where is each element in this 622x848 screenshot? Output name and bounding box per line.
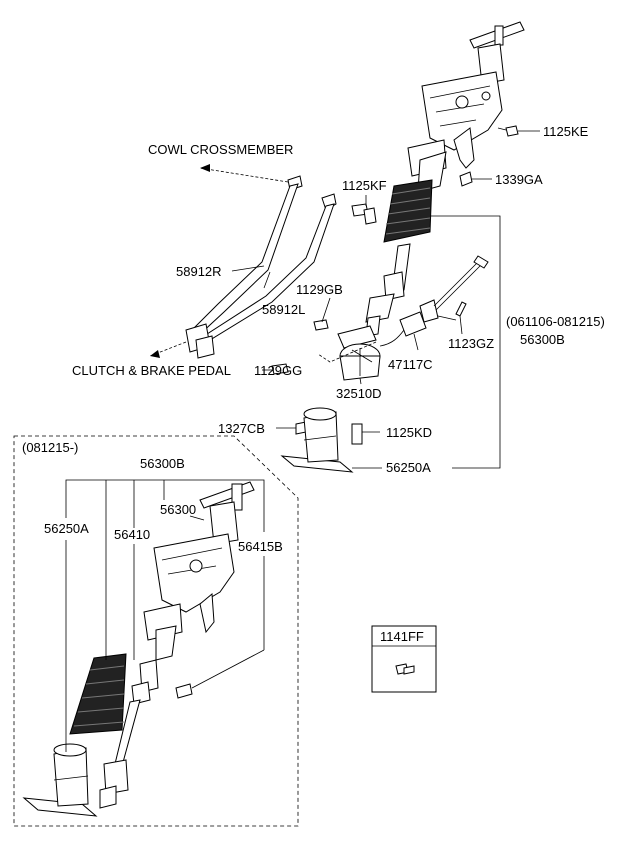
pedal-brackets	[185, 175, 337, 359]
steering-column-upper	[407, 21, 525, 193]
label-56300: 56300	[160, 502, 196, 517]
direction-arrows	[149, 164, 289, 358]
rubber-boot-upper	[383, 179, 433, 243]
label-1125KF: 1125KF	[342, 178, 387, 193]
floor-cover-upper	[280, 407, 354, 473]
label-56415B: 56415B	[238, 539, 283, 554]
label-32510D: 32510D	[336, 386, 382, 401]
label-58912L: 58912L	[262, 302, 305, 317]
joint-32510D	[337, 325, 381, 381]
label-1123GZ: 1123GZ	[448, 336, 494, 351]
label-1327CB: 1327CB	[218, 421, 265, 436]
cable-47117C	[379, 255, 489, 347]
label-1339GA: 1339GA	[495, 172, 543, 187]
label-date-range-new: (081215-)	[22, 440, 78, 455]
label-cowl-crossmember: COWL CROSSMEMBER	[148, 142, 293, 157]
leader-lines-main	[231, 130, 540, 469]
label-1129GB: 1129GB	[296, 282, 343, 297]
label-clutch-brake-pedal: CLUTCH & BRAKE PEDAL	[72, 363, 231, 378]
label-1141FF: 1141FF	[380, 629, 424, 644]
bolts-main	[271, 125, 519, 445]
label-47117C: 47117C	[388, 357, 433, 372]
label-date-range-old: (061106-081215)	[506, 314, 605, 329]
label-1125KE: 1125KE	[543, 124, 589, 139]
labels: COWL CROSSMEMBER 1125KE 1339GA 1125KF 58…	[22, 124, 605, 644]
label-1129GG: 1129GG	[254, 363, 302, 378]
label-56250A-inset: 56250A	[44, 521, 89, 536]
label-58912R: 58912R	[176, 264, 222, 279]
label-56300B-top: 56300B	[520, 332, 565, 347]
label-56410: 56410	[114, 527, 150, 542]
label-56250A-top: 56250A	[386, 460, 431, 475]
label-1125KD: 1125KD	[386, 425, 432, 440]
part-box-1141FF	[371, 625, 437, 693]
label-56300B-inset: 56300B	[140, 456, 185, 471]
inset-new-assembly	[13, 435, 299, 827]
